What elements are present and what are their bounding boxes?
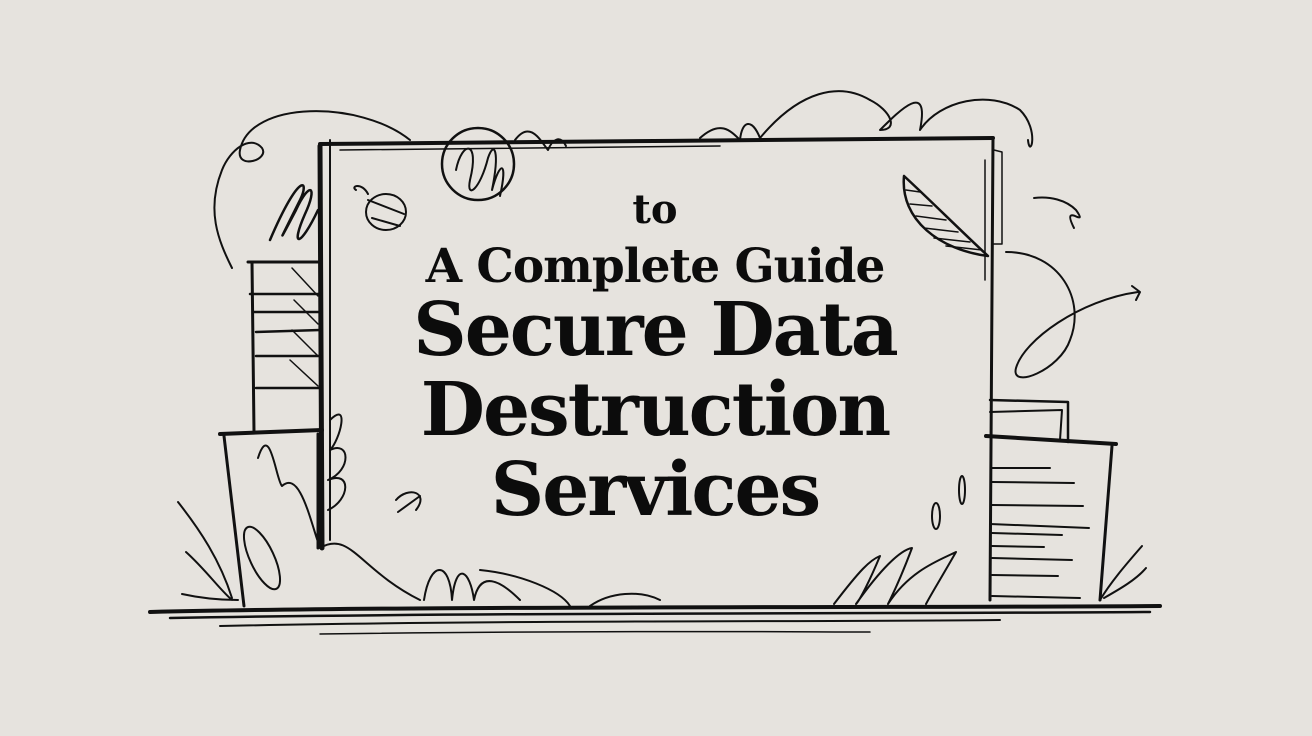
title-line-destruction: Destruction (420, 367, 891, 453)
ground-line-icon (148, 604, 1162, 635)
title-line-services: Services (490, 447, 821, 533)
stacked-papers-right-icon (984, 398, 1118, 602)
scribble-loops-icon (213, 90, 1141, 513)
title-line-to: to (632, 186, 678, 233)
stacked-boxes-left-icon (218, 260, 324, 608)
board-frame-icon (317, 136, 1003, 602)
title-line-complete-guide: A Complete Guide (425, 239, 886, 294)
title-block: to A Complete Guide Secure Data Destruct… (330, 182, 980, 530)
grass-tufts-icon (177, 413, 1147, 607)
title-line-secure-data: Secure Data (413, 287, 898, 373)
hatched-leaf-icon (902, 174, 990, 258)
